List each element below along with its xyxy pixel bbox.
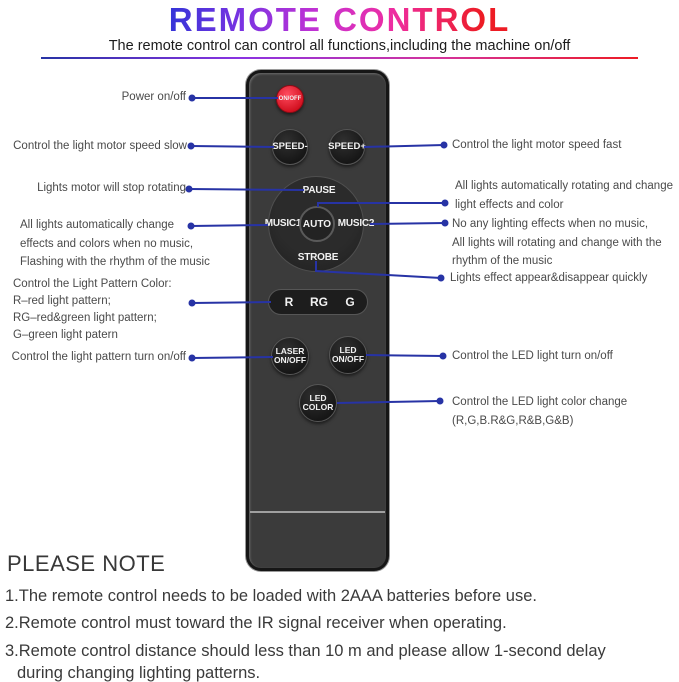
- label-line: R–red light pattern;: [13, 295, 111, 307]
- label-speed-fast: Control the light motor speed fast: [452, 139, 622, 151]
- speed-plus-label: SPEED+: [328, 140, 366, 152]
- label-line: All lights automatically rotating and ch…: [455, 180, 673, 192]
- header-divider: [41, 57, 638, 59]
- label-line: light effects and color: [455, 198, 564, 211]
- note-item-3-line1: 3.Remote control distance should less th…: [5, 642, 606, 660]
- led-color-label-line1: LED: [309, 392, 327, 403]
- remote-battery-seam: [250, 511, 385, 513]
- remote-control: ON/OFF SPEED- SPEED+ PAUSE MUSIC1 AUTO M…: [249, 73, 386, 568]
- pattern-r-label: R: [284, 295, 294, 309]
- led-onoff-button[interactable]: LED ON/OFF: [329, 336, 367, 374]
- label-pattern-color: Control the Light Pattern Color: R–red l…: [13, 276, 172, 344]
- label-line: G–green light patern: [13, 329, 118, 341]
- connector-dot-pause: [185, 185, 193, 193]
- notes-heading: PLEASE NOTE: [7, 551, 166, 576]
- note-item-2: 2.Remote control must toward the IR sign…: [5, 614, 507, 632]
- label-music-effect: All lights automatically change effects …: [20, 216, 210, 272]
- connector-dot-speed-plus: [440, 141, 448, 149]
- connector-dot-led-onoff: [439, 352, 447, 360]
- auto-button[interactable]: AUTO: [299, 206, 335, 242]
- pattern-g-label: G: [345, 295, 355, 309]
- label-line: All lights automatically change: [20, 219, 175, 231]
- label-speed-slow: Control the light motor speed slow: [13, 140, 187, 152]
- label-line: RG–red&green light pattern;: [13, 312, 157, 324]
- connector-dot-strobe: [437, 274, 445, 282]
- connector-dot-music2: [441, 219, 449, 227]
- label-pattern-onoff: Control the light pattern turn on/off: [11, 351, 186, 363]
- speed-minus-label: SPEED-: [272, 140, 308, 152]
- connector-dot-led-color: [436, 397, 444, 405]
- laser-onoff-button[interactable]: LASER ON/OFF: [271, 337, 309, 375]
- connector-dot-speed-minus: [187, 142, 195, 150]
- auto-button-label: AUTO: [302, 218, 332, 230]
- speed-minus-button[interactable]: SPEED-: [272, 129, 308, 165]
- label-line: No any lighting effects when no music,: [452, 218, 649, 230]
- label-line: Flashing with the rhythm of the music: [20, 256, 210, 268]
- connector-dot-laser: [188, 354, 196, 362]
- connector-dot-power: [188, 94, 196, 102]
- label-led-color: Control the LED light color change (R,G,…: [452, 393, 627, 430]
- pattern-rg-label: RG: [310, 295, 328, 309]
- laser-onoff-label-line1: LASER: [275, 345, 305, 356]
- strobe-button[interactable]: STROBE: [297, 252, 339, 263]
- music1-button[interactable]: MUSIC1: [264, 218, 302, 229]
- note-item-3-line2: during changing lighting patterns.: [17, 664, 261, 682]
- label-line: effects and colors when no music,: [20, 237, 194, 250]
- note-item-1: 1.The remote control needs to be loaded …: [5, 587, 537, 605]
- label-no-music: No any lighting effects when no music, A…: [452, 215, 662, 271]
- power-button[interactable]: ON/OFF: [276, 85, 304, 113]
- speed-plus-button[interactable]: SPEED+: [328, 129, 366, 165]
- label-line: (R,G,B.R&G,R&B,G&B): [452, 414, 574, 427]
- led-color-label-line2: COLOR: [302, 402, 334, 412]
- pattern-color-button[interactable]: R RG G: [268, 289, 368, 315]
- label-auto-rotate: All lights automatically rotating and ch…: [455, 177, 673, 214]
- page-subtitle: The remote control can control all funct…: [108, 38, 571, 54]
- label-strobe-effect: Lights effect appear&disappear quickly: [450, 272, 648, 284]
- label-line: Control the LED light color change: [452, 396, 628, 408]
- led-color-button[interactable]: LED COLOR: [299, 384, 337, 422]
- label-line: rhythm of the music: [452, 255, 553, 267]
- label-motor-stop: Lights motor will stop rotating: [37, 182, 186, 194]
- label-led-onoff: Control the LED light turn on/off: [452, 350, 613, 362]
- laser-onoff-label-line2: ON/OFF: [273, 355, 307, 365]
- connector-dot-pattern-color: [188, 299, 196, 307]
- power-button-label: ON/OFF: [278, 95, 302, 102]
- page-title-text: REMOTE CONTROL: [168, 1, 511, 38]
- page-title: REMOTE CONTROL: [0, 0, 679, 40]
- connector-dot-auto: [441, 199, 449, 207]
- led-onoff-label-line1: LED: [339, 344, 357, 355]
- label-line: All lights will rotating and change with…: [452, 236, 662, 249]
- music2-button[interactable]: MUSIC2: [337, 218, 375, 229]
- led-onoff-label-line2: ON/OFF: [331, 354, 365, 364]
- label-line: Control the Light Pattern Color:: [13, 278, 172, 290]
- label-power-onoff: Power on/off: [121, 91, 186, 103]
- pause-button[interactable]: PAUSE: [302, 185, 336, 196]
